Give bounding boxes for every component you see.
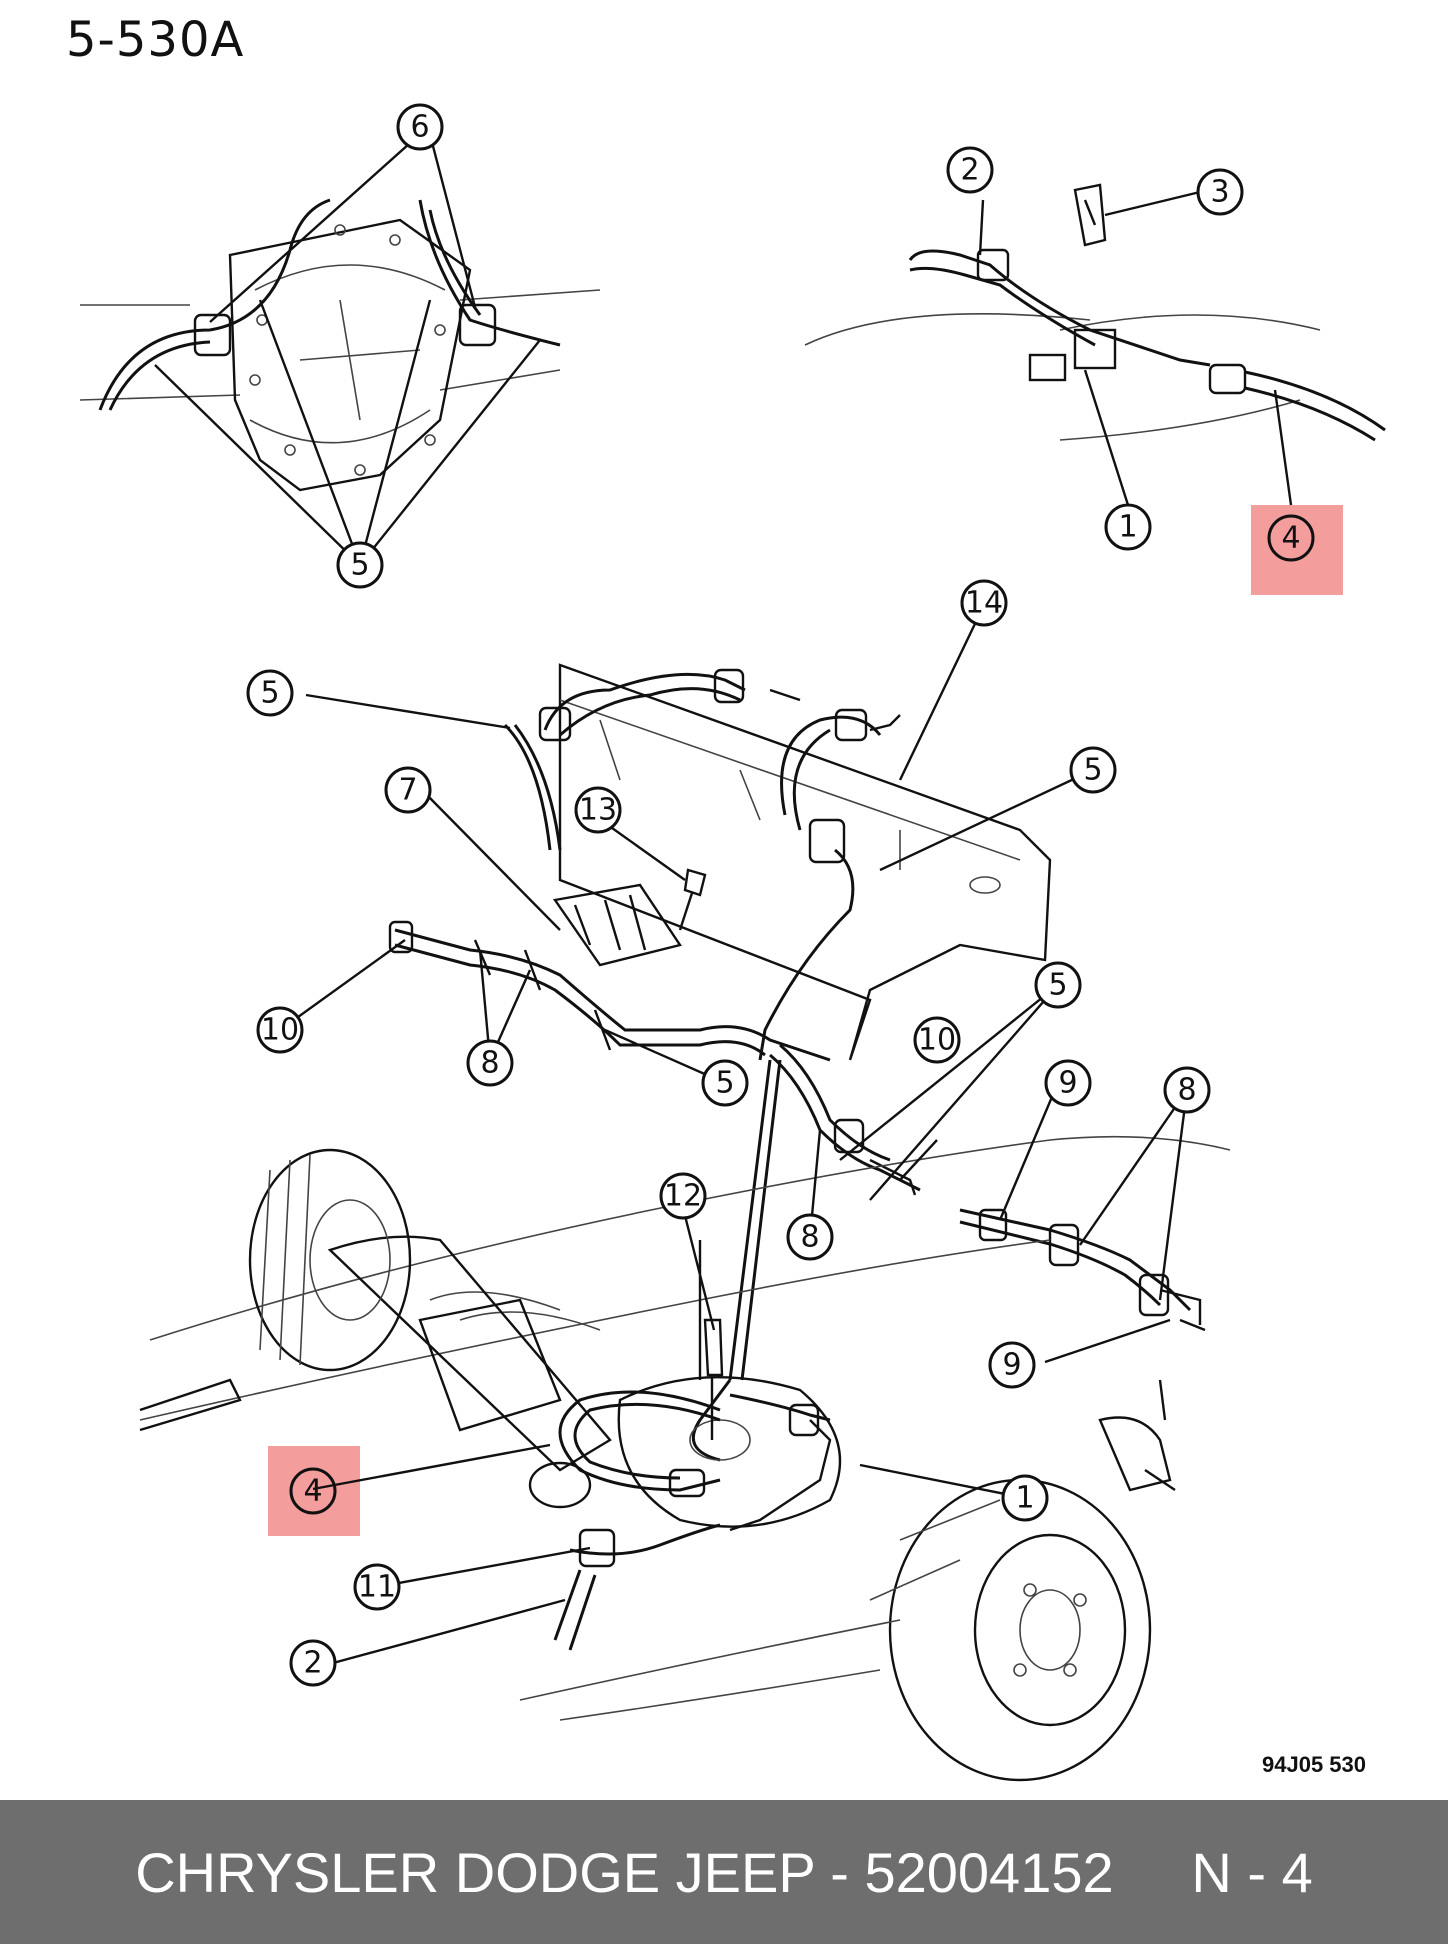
svg-text:1: 1 (1118, 510, 1137, 545)
svg-text:5: 5 (260, 676, 279, 711)
footer-text: CHRYSLER DODGE JEEP - 52004152 N - 4 (135, 1840, 1313, 1904)
inset-differential (79, 126, 601, 566)
callout-1-bottom: 1 (1001, 1474, 1049, 1522)
svg-text:8: 8 (800, 1220, 819, 1255)
callout-14: 14 (960, 579, 1008, 627)
footer-bar: CHRYSLER DODGE JEEP - 52004152 N - 4 (0, 1800, 1448, 1944)
svg-text:2: 2 (303, 1646, 322, 1681)
callout-6-top: 6 (396, 103, 444, 151)
svg-text:5: 5 (1083, 753, 1102, 788)
svg-text:5: 5 (715, 1066, 734, 1101)
svg-text:13: 13 (579, 793, 617, 828)
callout-4-bottom: 4 (289, 1467, 337, 1515)
svg-text:10: 10 (918, 1023, 956, 1058)
main-assembly (139, 604, 1231, 1782)
callout-8-c: 8 (786, 1213, 834, 1261)
callout-10-b: 10 (913, 1016, 961, 1064)
callout-13: 13 (574, 786, 622, 834)
svg-text:7: 7 (398, 773, 417, 808)
callout-8-b: 8 (1163, 1066, 1211, 1114)
callout-5-a: 5 (246, 669, 294, 717)
callout-5-d: 5 (1034, 961, 1082, 1009)
svg-text:9: 9 (1058, 1066, 1077, 1101)
svg-text:1: 1 (1015, 1481, 1034, 1516)
svg-text:2: 2 (960, 153, 979, 188)
callout-8-a: 8 (466, 1039, 514, 1087)
callout-4-top: 4 (1267, 514, 1315, 562)
svg-text:10: 10 (261, 1013, 299, 1048)
svg-text:14: 14 (965, 586, 1003, 621)
brake-line-diagram: 6 5 2 3 1 4 14 5 7 13 5 10 8 5 5 10 9 8 … (79, 103, 1386, 1782)
inset-junction (804, 183, 1386, 506)
callout-9-b: 9 (988, 1341, 1036, 1389)
svg-text:11: 11 (358, 1570, 396, 1605)
svg-text:4: 4 (1281, 521, 1300, 556)
svg-text:4: 4 (303, 1474, 322, 1509)
svg-text:5: 5 (350, 548, 369, 583)
svg-text:8: 8 (1177, 1073, 1196, 1108)
figure-code: 94J05 530 (1262, 1752, 1366, 1777)
callout-10-a: 10 (256, 1006, 304, 1054)
callout-5-top: 5 (336, 541, 384, 589)
callout-12: 12 (659, 1172, 707, 1220)
svg-text:12: 12 (664, 1179, 702, 1214)
callout-1-top: 1 (1104, 503, 1152, 551)
highlight-box-bottom (268, 1446, 360, 1536)
callout-9-a: 9 (1044, 1059, 1092, 1107)
callout-2-top: 2 (946, 146, 994, 194)
svg-text:3: 3 (1210, 175, 1229, 210)
svg-text:5: 5 (1048, 968, 1067, 1003)
svg-text:8: 8 (480, 1046, 499, 1081)
callout-2-bottom: 2 (289, 1639, 337, 1687)
callout-5-c: 5 (701, 1059, 749, 1107)
callout-7: 7 (384, 766, 432, 814)
svg-text:9: 9 (1002, 1348, 1021, 1383)
callout-3-top: 3 (1196, 168, 1244, 216)
callout-11: 11 (353, 1563, 401, 1611)
callout-5-b: 5 (1069, 746, 1117, 794)
highlight-box-top (1251, 505, 1343, 595)
svg-text:6: 6 (410, 110, 429, 145)
page-code: 5-530A (66, 12, 245, 68)
